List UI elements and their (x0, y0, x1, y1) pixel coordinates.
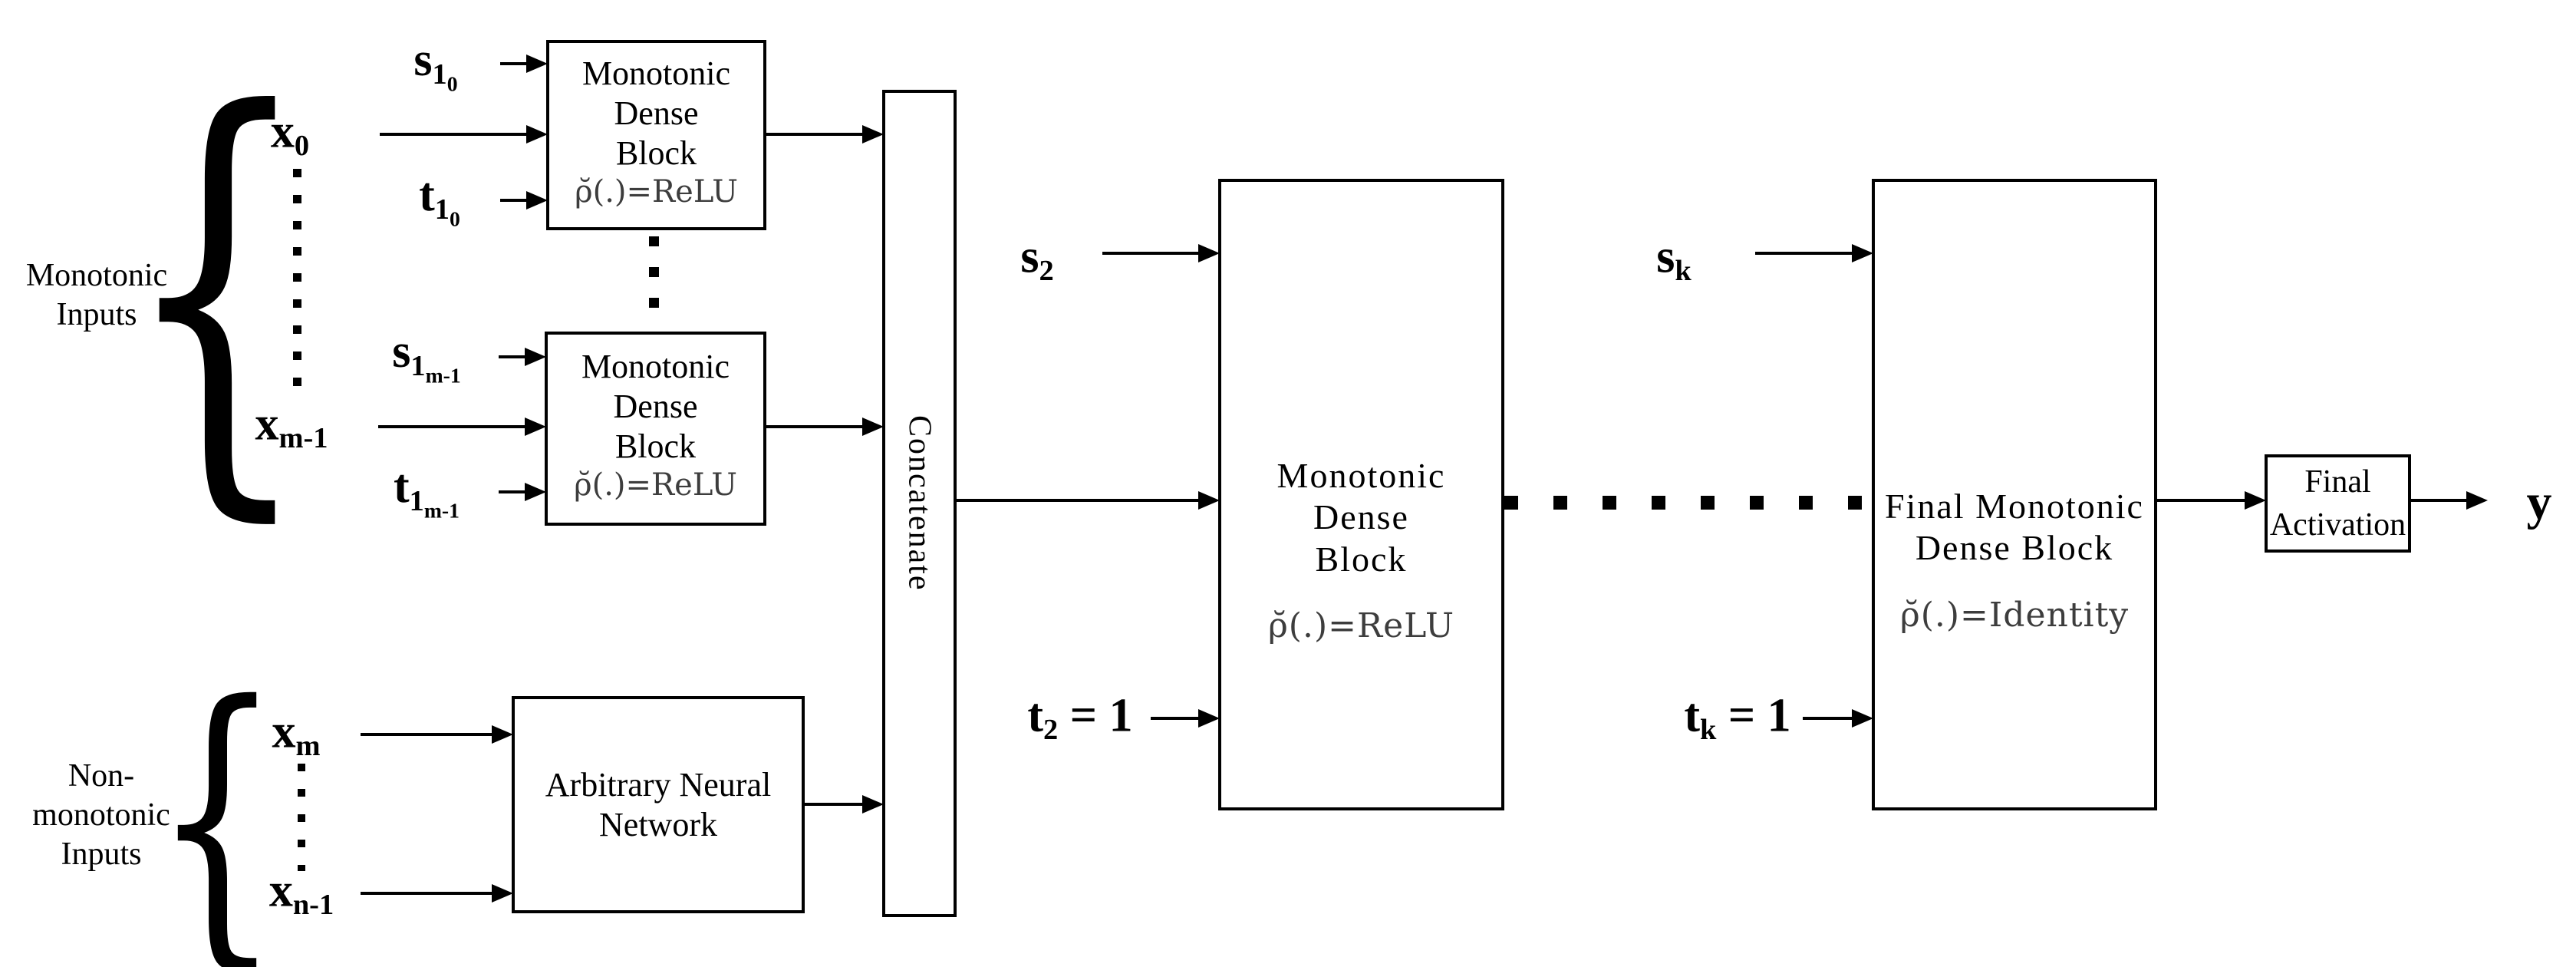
input-label-t1-m1: t1m-1 (394, 463, 460, 521)
label-base: x (272, 705, 296, 758)
block-activation-formula: ρ̆(.)=Identity (1899, 595, 2130, 635)
arrow-block1-to-concatenate (766, 125, 884, 144)
concatenate-label: Concatenate (901, 415, 937, 592)
input-label-xn1: xn-1 (269, 866, 334, 919)
label-sub: k (1675, 255, 1692, 288)
arbitrary-neural-network-block: Arbitrary Neural Network (512, 696, 805, 913)
label-sub: n-1 (292, 889, 334, 922)
arrow-xm1-to-block2 (378, 417, 546, 436)
label-sub: 1 (410, 349, 426, 382)
nonmonotonic-inputs-line1: Non- (68, 758, 135, 794)
block-title-line: Monotonic (581, 54, 731, 92)
label-base: s (392, 325, 411, 378)
input-label-s2: s2 (1020, 233, 1053, 285)
input-label-xm: xm (272, 708, 320, 761)
block-title-line: Block (614, 427, 697, 465)
nonmonotonic-inputs-line3: Inputs (61, 837, 142, 873)
arrow-s1-m1-to-block2 (499, 348, 546, 366)
arrow-s2-to-hidden-block (1102, 244, 1220, 262)
label-base: t (1684, 689, 1700, 742)
label-subsub: 0 (446, 71, 458, 96)
nonmonotonic-inputs-line2: monotonic (32, 797, 170, 833)
block-title-line: Dense (614, 94, 699, 132)
label-sub: m (295, 730, 321, 763)
block-title-line: Network (599, 805, 717, 843)
dotted-line-between-dense-blocks (649, 236, 659, 327)
input-label-xm1: xm-1 (255, 400, 328, 453)
label-base: x (255, 398, 279, 450)
arrow-x0-to-block1 (380, 125, 548, 144)
arrow-sk-to-final-block (1755, 244, 1873, 262)
dotted-line-monotonic-inputs (293, 169, 301, 399)
label-suffix: = 1 (1058, 689, 1133, 742)
input-label-s1-0: s10 (413, 36, 457, 94)
arrow-xm-to-ann (361, 725, 513, 744)
arrow-tk-to-final-block (1803, 709, 1873, 728)
label-base: t (1027, 689, 1044, 742)
block-activation-formula: ρ̆(.)=ReLU (574, 467, 737, 503)
block-title-line: Dense (1313, 497, 1409, 537)
final-activation-block: Final Activation (2265, 454, 2411, 553)
block-title-line: Block (615, 134, 697, 172)
label-base: s (1656, 230, 1675, 283)
label-base: s (1020, 230, 1039, 283)
label-base: s (413, 33, 433, 86)
label-sub: 1 (432, 58, 447, 91)
input-label-tk: tk = 1 (1684, 691, 1790, 744)
label-sub: 0 (294, 130, 310, 163)
label-sub: 1 (434, 193, 450, 226)
block-title-line: Monotonic (581, 348, 730, 385)
dotted-line-nonmonotonic-inputs (298, 764, 305, 871)
arrow-t1-0-to-block1 (500, 191, 548, 210)
arrow-final-activation-to-y (2411, 491, 2488, 510)
block-activation-formula: ρ̆(.)=ReLU (575, 173, 738, 210)
input-label-sk: sk (1656, 233, 1692, 285)
block-title-line: Monotonic (1276, 456, 1446, 495)
block-title-line: Dense (613, 387, 698, 425)
label-base: x (268, 864, 293, 917)
arrow-t1-m1-to-block2 (499, 483, 546, 501)
monotonic-dense-block-hidden: Monotonic Dense Block ρ̆(.)=ReLU (1218, 179, 1504, 810)
input-label-t2: t2 = 1 (1027, 691, 1132, 744)
output-label-y: y (2527, 477, 2552, 528)
arrow-block2-to-concatenate (766, 417, 884, 436)
block-title-line: Final (2304, 464, 2371, 500)
arrow-final-block-to-final-activation (2157, 491, 2266, 510)
monotonic-dense-block-2: Monotonic Dense Block ρ̆(.)=ReLU (545, 332, 766, 526)
block-title-line: Activation (2269, 507, 2406, 543)
monotonic-dense-block-1: Monotonic Dense Block ρ̆(.)=ReLU (546, 40, 766, 230)
arrow-s1-0-to-block1 (500, 54, 548, 73)
input-label-x0: x0 (271, 107, 309, 160)
nonmonotonic-inputs-label: Non- monotonic Inputs (32, 757, 170, 875)
final-monotonic-dense-block: Final Monotonic Dense Block ρ̆(.)=Identi… (1872, 179, 2157, 810)
label-sub: k (1699, 714, 1717, 747)
arrow-t2-to-hidden-block (1151, 709, 1220, 728)
label-suffix: = 1 (1716, 689, 1791, 742)
input-label-s1-m1: s1m-1 (392, 328, 460, 386)
concatenate-block: Concatenate (882, 90, 957, 917)
label-subsub: m-1 (425, 363, 461, 388)
arrow-concatenate-to-hidden-block (957, 491, 1220, 510)
label-sub: m-1 (278, 422, 328, 455)
label-subsub: 0 (450, 206, 460, 231)
arrow-xn1-to-ann (361, 884, 513, 903)
nonmonotonic-inputs-brace (153, 667, 282, 967)
label-sub: 1 (409, 484, 424, 517)
block-title-line: Dense Block (1915, 528, 2114, 568)
arrow-ann-to-concatenate (805, 795, 884, 814)
label-base: x (270, 105, 295, 158)
label-sub: 2 (1043, 714, 1059, 747)
label-base: y (2526, 474, 2552, 530)
dotted-line-hidden-blocks (1504, 496, 1872, 510)
label-base: t (394, 460, 410, 513)
input-label-t1-0: t10 (419, 171, 460, 229)
block-title-line: Block (1315, 539, 1408, 579)
label-base: t (419, 168, 435, 221)
label-subsub: m-1 (423, 498, 460, 523)
label-sub: 2 (1039, 255, 1054, 288)
block-activation-formula: ρ̆(.)=ReLU (1267, 606, 1455, 645)
block-title-line: Arbitrary Neural (545, 765, 772, 804)
block-title-line: Final Monotonic (1885, 487, 2144, 526)
